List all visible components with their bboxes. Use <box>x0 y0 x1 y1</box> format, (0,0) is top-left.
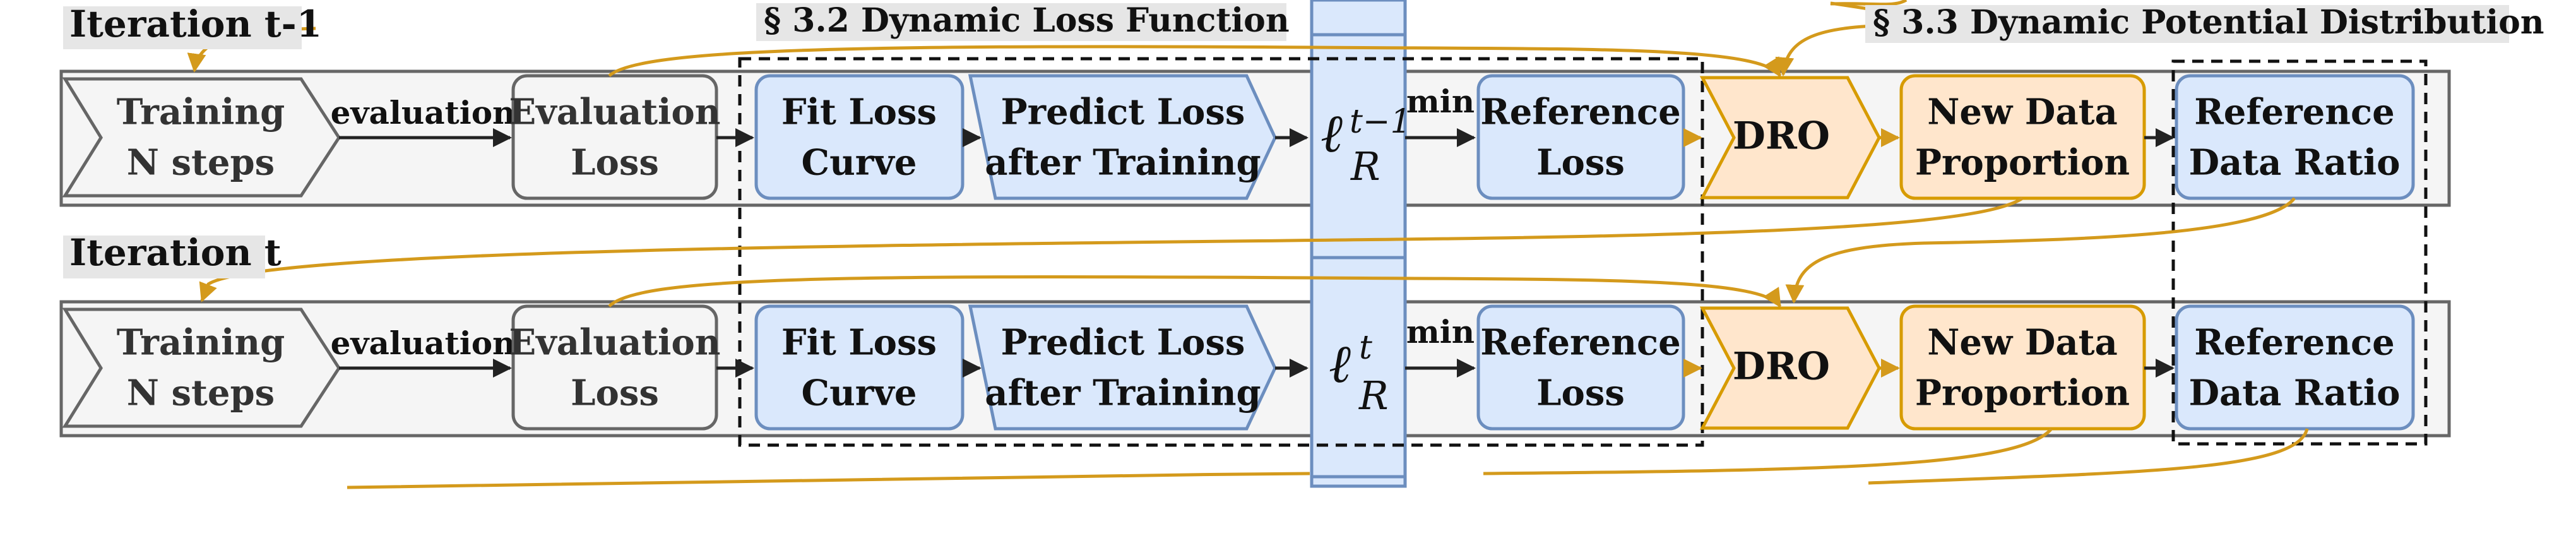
edge-label-min: min <box>1406 83 1475 120</box>
svg-text:t−1: t−1 <box>1350 103 1411 141</box>
predict-loss-node[interactable] <box>968 74 1277 200</box>
predict-loss-label-1: Predict Loss <box>1001 92 1245 133</box>
training-node[interactable] <box>62 77 341 198</box>
fit-loss-label-1: Fit Loss <box>781 322 937 364</box>
evaluation-loss-label-2: Loss <box>571 142 659 184</box>
edge-label-min: min <box>1406 313 1475 350</box>
curve-eval-to-dro-curr <box>608 275 1782 308</box>
svg-text:R: R <box>1358 373 1389 419</box>
svg-text:R: R <box>1350 143 1380 189</box>
reference-data-ratio-label-1: Reference <box>2194 92 2394 133</box>
row-prev: Training N steps evaluation Evaluation L… <box>62 74 2415 200</box>
svg-text:ℓ: ℓ <box>1329 333 1351 395</box>
curve-from-ndp-curr <box>1483 427 2053 475</box>
reference-loss-label-1: Reference <box>1480 322 1680 364</box>
training-label-1: Training <box>117 322 285 364</box>
section-loss-label: § 3.2 Dynamic Loss Function <box>764 1 1290 40</box>
loss-symbol-curr: ℓ R t <box>1329 329 1389 419</box>
predict-loss-label-2: after Training <box>985 142 1261 184</box>
feedback-connectors <box>187 0 2309 489</box>
training-label-2: N steps <box>127 373 275 414</box>
dro-node[interactable] <box>1699 306 1881 430</box>
section-loss-group <box>738 57 1704 447</box>
header-section-loss: § 3.2 Dynamic Loss Function <box>756 1 1290 41</box>
training-node[interactable] <box>62 307 341 428</box>
reference-loss-label-2: Loss <box>1536 373 1625 414</box>
row-curr: Training N steps evaluation Evaluation L… <box>62 304 2415 431</box>
section-potential-group <box>2171 59 2428 446</box>
iteration-prev-label: Iteration t-1 <box>69 3 322 45</box>
dro-label: DRO <box>1733 114 1830 158</box>
curve-header-right <box>1830 0 1908 6</box>
section-potential-label: § 3.3 Dynamic Potential Distribution <box>1873 3 2544 42</box>
header-iteration-curr: Iteration t <box>63 231 282 278</box>
predict-loss-label-2: after Training <box>985 373 1261 414</box>
svg-text:t: t <box>1359 329 1372 367</box>
header-section-potential: § 3.3 Dynamic Potential Distribution <box>1865 3 2544 43</box>
predict-loss-label-1: Predict Loss <box>1001 322 1245 364</box>
curve-from-rdr-prev <box>1785 197 2296 304</box>
training-label-2: N steps <box>127 142 275 184</box>
new-data-proportion-label-2: Proportion <box>1915 373 2130 414</box>
reference-data-ratio-label-2: Data Ratio <box>2188 373 2400 414</box>
reference-data-ratio-label-2: Data Ratio <box>2188 142 2400 184</box>
evaluation-loss-label-2: Loss <box>571 373 659 414</box>
iteration-curr-label: Iteration t <box>69 231 282 274</box>
reference-loss-label-1: Reference <box>1480 92 1680 133</box>
evaluation-loss-label-1: Evaluation <box>509 92 721 133</box>
evaluation-loss-label-1: Evaluation <box>509 322 721 364</box>
svg-text:ℓ: ℓ <box>1321 102 1343 164</box>
dro-label: DRO <box>1733 345 1830 389</box>
reference-loss-label-2: Loss <box>1536 142 1625 184</box>
fit-loss-label-2: Curve <box>802 373 917 414</box>
dro-node[interactable] <box>1699 76 1881 200</box>
reference-data-ratio-label-1: Reference <box>2194 322 2394 364</box>
training-label-1: Training <box>117 92 285 133</box>
new-data-proportion-label-1: New Data <box>1927 322 2118 364</box>
curve-from-ndp-prev <box>199 196 2024 302</box>
reference-data-ratio-node[interactable] <box>2175 304 2415 431</box>
fit-loss-label-1: Fit Loss <box>781 92 937 133</box>
curve-from-rdr-curr <box>1868 428 2309 485</box>
curve-bottom-left <box>347 472 1310 489</box>
new-data-proportion-label-1: New Data <box>1927 92 2118 133</box>
new-data-proportion-label-2: Proportion <box>1915 142 2130 184</box>
curve-eval-to-dro-prev <box>608 45 1782 78</box>
edge-label-evaluation: evaluation <box>331 94 516 131</box>
fit-loss-label-2: Curve <box>802 142 917 184</box>
edge-label-evaluation: evaluation <box>331 325 516 362</box>
loss-symbol-prev: ℓ R t−1 <box>1321 102 1411 189</box>
loss-bus-column <box>1310 0 1407 488</box>
reference-data-ratio-node[interactable] <box>2175 74 2415 200</box>
header-iteration-prev: Iteration t-1 <box>63 3 322 49</box>
predict-loss-node[interactable] <box>968 304 1277 431</box>
